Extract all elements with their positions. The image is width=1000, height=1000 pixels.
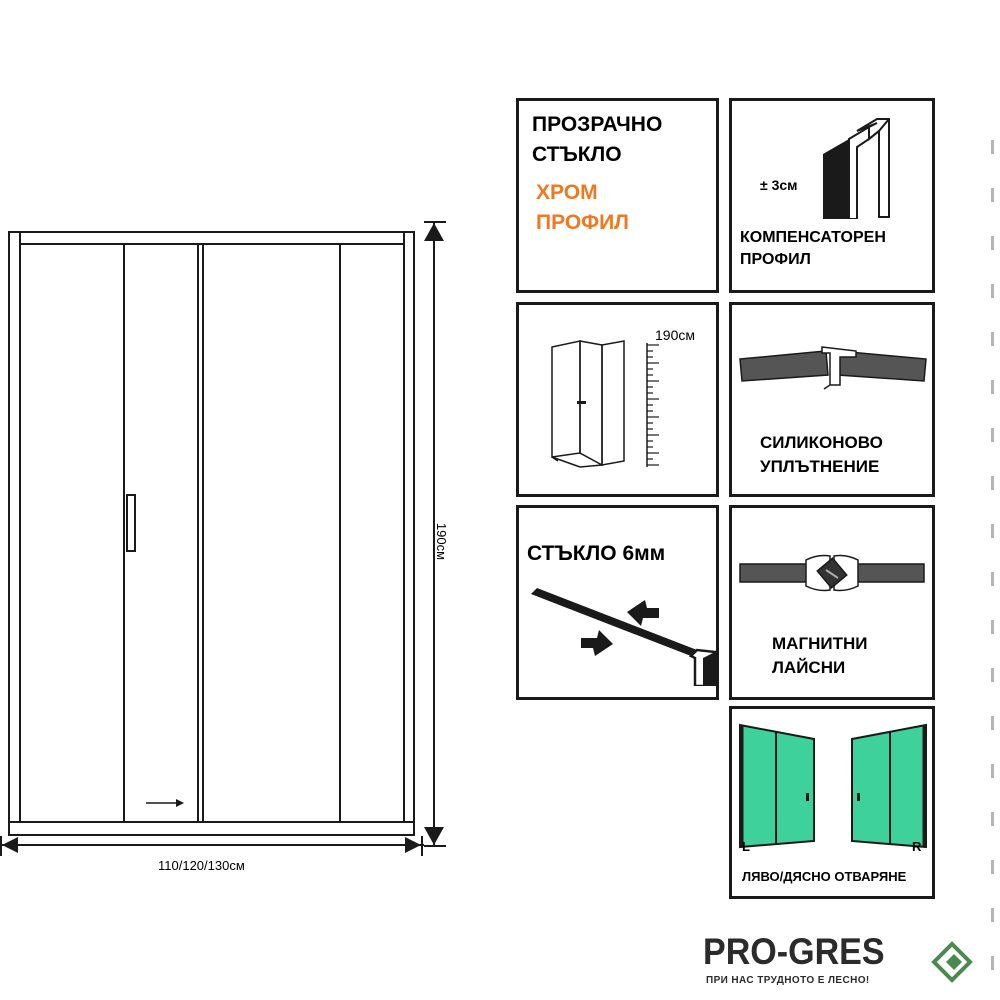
height-dimension-label: 190см xyxy=(434,522,450,561)
glass-thickness-icon xyxy=(531,588,717,686)
shower-enclosure-icon xyxy=(551,340,625,468)
width-dimension-label: 110/120/130см xyxy=(158,858,245,873)
door-handle xyxy=(126,494,136,552)
opening-label: ЛЯВО/ДЯСНО ОТВАРЯНЕ xyxy=(742,869,907,884)
brand-chevron-icon xyxy=(931,941,973,983)
brand-name: PRO-GRES xyxy=(703,931,885,972)
profile-type-line2: ПРОФИЛ xyxy=(536,211,629,234)
inner-frame xyxy=(19,243,405,823)
profile-type-line1: ХРОМ xyxy=(536,181,598,204)
compensator-profile-icon xyxy=(823,118,890,219)
card-height: 190см xyxy=(516,302,719,497)
outer-frame xyxy=(8,231,415,836)
tolerance-label: ± 3см xyxy=(760,177,798,193)
compensator-label-line1: КОМПЕНСАТОРЕН xyxy=(740,229,886,246)
magnet-label-line1: МАГНИТНИ xyxy=(772,634,868,653)
magnet-label-line2: ЛАЙСНИ xyxy=(772,658,846,677)
glass-type-line1: ПРОЗРАЧНО xyxy=(532,113,663,136)
right-opening-icon xyxy=(851,723,927,849)
magnetic-strip-icon xyxy=(739,554,925,592)
door-frame xyxy=(8,231,415,836)
slide-arrow-icon xyxy=(146,799,184,807)
glass-type-line2: СТЪКЛО xyxy=(532,143,622,166)
glass-thickness-label: СТЪКЛО 6мм xyxy=(527,542,666,565)
seal-label-line2: УПЛЪТНЕНИЕ xyxy=(760,457,880,476)
seal-label-line1: СИЛИКОНОВО xyxy=(760,433,883,452)
card-compensator-profile: ± 3см КОМПЕНСАТОРЕН ПРОФИЛ xyxy=(729,98,935,293)
compensator-label-line2: ПРОФИЛ xyxy=(740,251,811,268)
width-dimension-line xyxy=(0,836,424,856)
card-opening-direction: L R ЛЯВО/ДЯСНО ОТВАРЯНЕ xyxy=(729,706,935,899)
height-value-label: 190см xyxy=(655,327,695,343)
right-letter: R xyxy=(912,839,922,854)
height-dimension-line xyxy=(424,221,446,847)
height-ruler-icon xyxy=(646,343,659,467)
card-glass-profile: ПРОЗРАЧНО СТЪКЛО ХРОМ ПРОФИЛ xyxy=(516,98,719,293)
card-magnetic-strips: МАГНИТНИ ЛАЙСНИ xyxy=(729,505,935,700)
left-opening-icon xyxy=(739,723,815,849)
card-glass-thickness: СТЪКЛО 6мм xyxy=(516,505,719,700)
card-silicone-seal: СИЛИКОНОВО УПЛЪТНЕНИЕ xyxy=(729,302,935,497)
left-letter: L xyxy=(742,839,750,854)
brand-slogan: ПРИ НАС ТРУДНОТО Е ЛЕСНО! xyxy=(706,975,870,986)
silicone-seal-icon xyxy=(739,346,927,390)
